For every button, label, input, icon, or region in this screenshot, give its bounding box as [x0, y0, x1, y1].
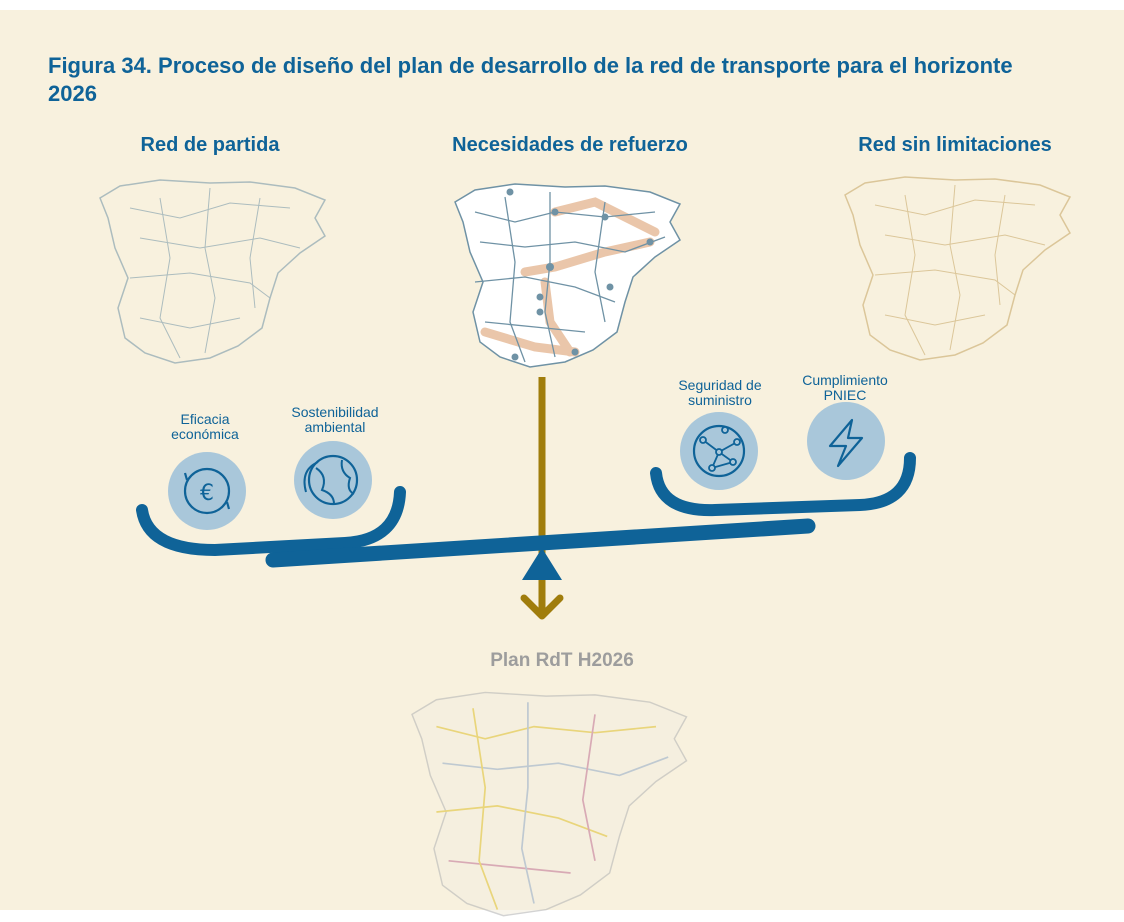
- network-globe-icon: [680, 412, 758, 490]
- left-tray: [136, 486, 406, 557]
- lightning-icon: [807, 402, 885, 480]
- svg-text:€: €: [200, 481, 214, 506]
- header-red-sin-limitaciones: Red sin limitaciones: [858, 134, 1052, 156]
- arrow-head: [520, 594, 564, 620]
- balance-fulcrum: [522, 548, 562, 580]
- map-red-sin-limitaciones: [844, 176, 1071, 361]
- map-red-de-partida: [99, 179, 326, 364]
- header-red-de-partida: Red de partida: [140, 134, 280, 156]
- euro-cycle-icon: €: [168, 452, 246, 530]
- globe-leaf-icon: [294, 441, 372, 519]
- header-plan-rdt-h2026: Plan RdT H2026: [490, 650, 634, 671]
- map-plan-rdt-h2026: [411, 691, 688, 917]
- header-necesidades-refuerzo: Necesidades de refuerzo: [452, 134, 688, 156]
- map-necesidades-refuerzo: [454, 183, 681, 368]
- right-tray: [650, 452, 916, 517]
- balance-beam: [265, 518, 816, 568]
- figure-title: Figura 34. Proceso de diseño del plan de…: [48, 53, 1013, 106]
